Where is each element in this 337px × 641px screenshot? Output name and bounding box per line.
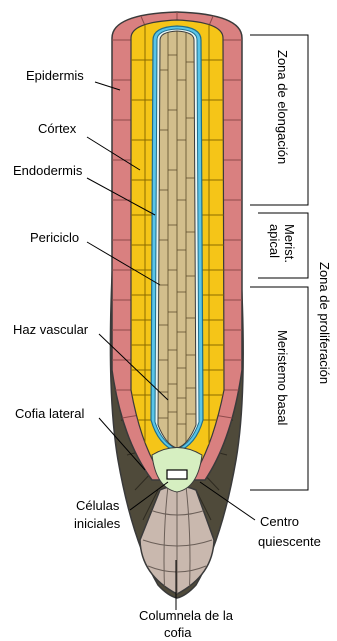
lateral-cap-label: Cofia lateral: [15, 406, 84, 421]
quiescent-center-label-line2: quiescente: [258, 534, 321, 549]
apical-meristem-label-line1: Merist.: [282, 224, 297, 263]
initial-cells-label-line2: iniciales: [74, 516, 121, 531]
proliferation-zone-label: Zona de proliferación: [317, 262, 332, 384]
pericycle-label: Periciclo: [30, 230, 79, 245]
elongation-zone-label: Zona de elongación: [275, 50, 290, 164]
basal-meristem-label: Meristemo basal: [275, 330, 290, 425]
columella-label-line1: Columnela de la: [139, 608, 234, 623]
epidermis-label: Epidermis: [26, 68, 84, 83]
quiescent-center: [167, 470, 187, 479]
vascular-bundle-label: Haz vascular: [13, 322, 89, 337]
initial-cells-label-line1: Células: [76, 498, 120, 513]
endodermis-label: Endodermis: [13, 163, 83, 178]
cortex-label: Córtex: [38, 121, 77, 136]
quiescent-center-label-line1: Centro: [260, 514, 299, 529]
columella-label-line2: cofia: [164, 625, 192, 640]
apical-meristem-label-line2: apical: [267, 224, 282, 258]
